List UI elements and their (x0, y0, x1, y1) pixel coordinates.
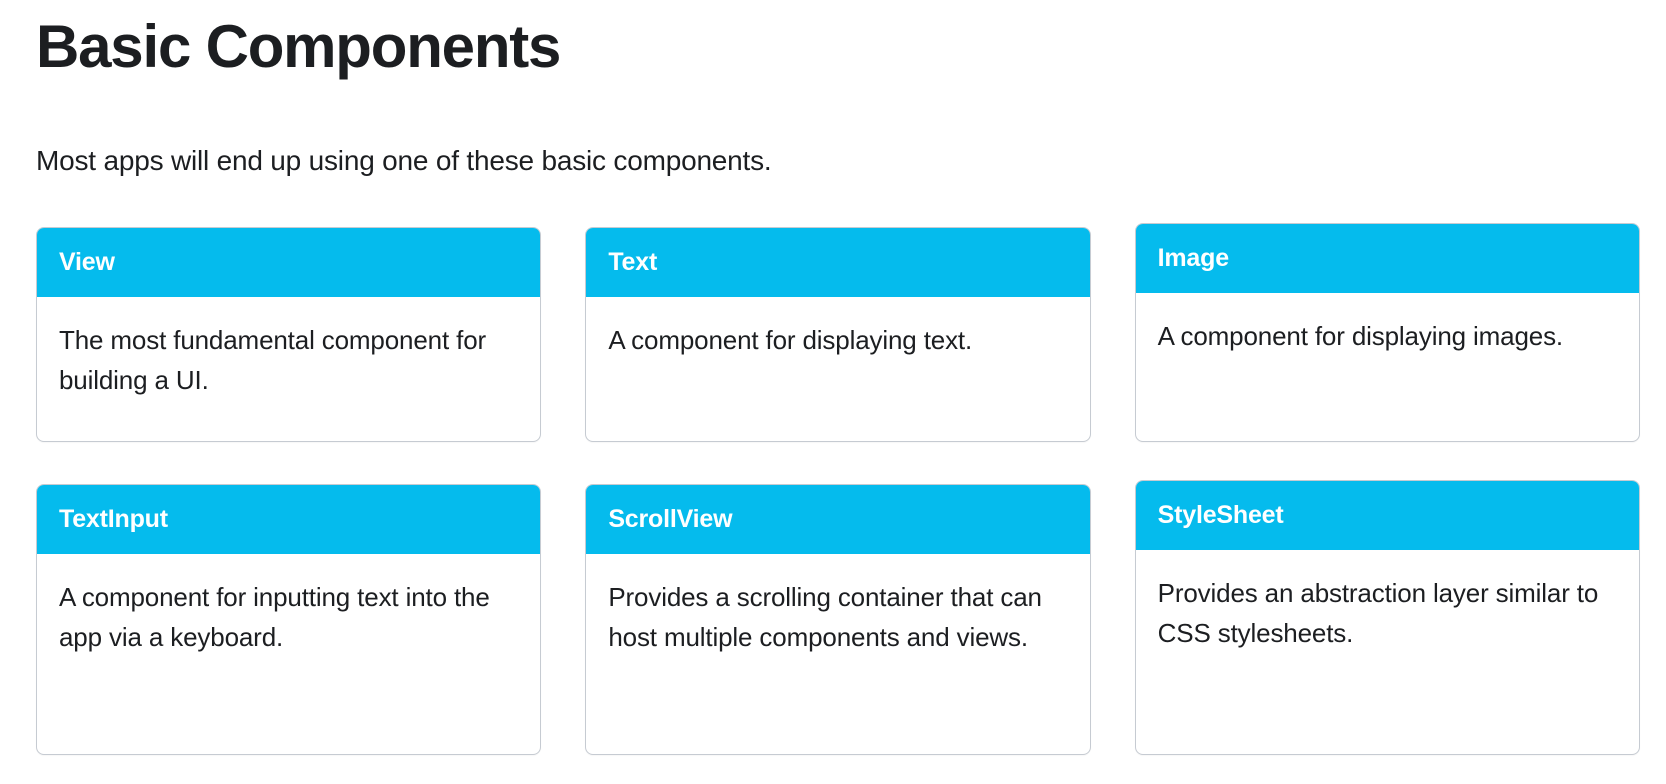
page-title: Basic Components (36, 13, 561, 80)
card-description-textinput: A component for inputting text into the … (59, 582, 490, 652)
card-title-text: Text (608, 247, 658, 276)
card-header-stylesheet: StyleSheet (1135, 481, 1639, 550)
card-header-view: View (37, 228, 541, 297)
card-title-textinput: TextInput (59, 504, 168, 533)
card-header-scrollview: ScrollView (586, 485, 1090, 554)
card-row-2: TextInput A component for inputting text… (36, 480, 1640, 755)
component-card-view[interactable]: View The most fundamental component for … (36, 227, 542, 442)
card-header-textinput: TextInput (37, 485, 541, 554)
card-title-stylesheet: StyleSheet (1157, 500, 1284, 529)
card-description-text: A component for displaying text. (608, 325, 973, 355)
card-description-image: A component for displaying images. (1157, 321, 1564, 351)
card-title-scrollview: ScrollView (608, 504, 733, 533)
card-description-view: The most fundamental component for build… (59, 325, 487, 395)
component-card-grid: View The most fundamental component for … (36, 223, 1640, 755)
page-subtitle: Most apps will end up using one of these… (36, 145, 772, 176)
card-title-view: View (59, 247, 115, 276)
card-description-scrollview: Provides a scrolling container that can … (608, 582, 1042, 652)
card-description-stylesheet: Provides an abstraction layer similar to… (1157, 578, 1599, 648)
card-header-image: Image (1135, 224, 1639, 293)
component-card-stylesheet[interactable]: StyleSheet Provides an abstraction layer… (1134, 480, 1640, 755)
component-card-text[interactable]: Text A component for displaying text. (585, 227, 1091, 442)
card-header-text: Text (586, 228, 1090, 297)
card-title-image: Image (1157, 243, 1229, 272)
card-row-1: View The most fundamental component for … (36, 223, 1640, 442)
component-card-scrollview[interactable]: ScrollView Provides a scrolling containe… (585, 484, 1091, 755)
component-card-textinput[interactable]: TextInput A component for inputting text… (36, 484, 542, 755)
component-card-image[interactable]: Image A component for displaying images. (1134, 223, 1640, 442)
